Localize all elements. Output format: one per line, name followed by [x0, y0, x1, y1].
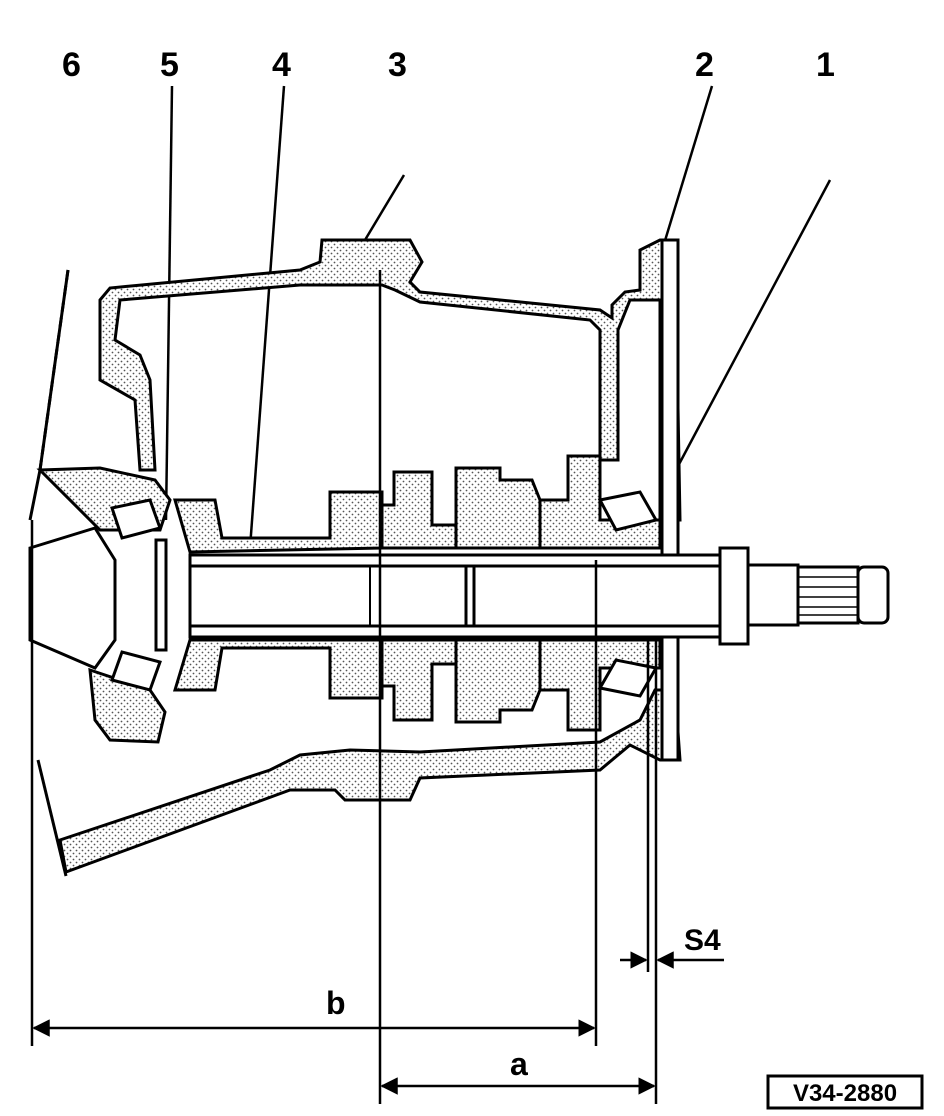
dim-b-label: b — [326, 985, 346, 1021]
callout-6: 6 — [62, 46, 81, 84]
leader-lines — [164, 85, 832, 549]
callout-2: 2 — [695, 46, 714, 84]
gear-stack-upper — [173, 454, 662, 554]
callout-4: 4 — [272, 46, 291, 84]
callout-labels: 6 5 4 3 2 1 — [62, 46, 835, 84]
callout-5: 5 — [160, 46, 179, 84]
dim-s4-label: S4 — [684, 924, 721, 957]
leader-5 — [164, 85, 174, 521]
leader-4 — [248, 85, 286, 549]
gear-stack-lower — [172, 638, 662, 732]
main-shaft — [188, 546, 890, 646]
callout-1: 1 — [816, 46, 835, 84]
figure-id-label: V34-2880 — [793, 1080, 897, 1107]
dimension-lines — [30, 270, 724, 1104]
dim-a-label: a — [510, 1046, 528, 1082]
leader-1 — [658, 179, 832, 501]
callout-3: 3 — [388, 46, 407, 84]
figure-id-box: V34-2880 — [766, 1074, 924, 1110]
left-bearing — [110, 498, 168, 692]
